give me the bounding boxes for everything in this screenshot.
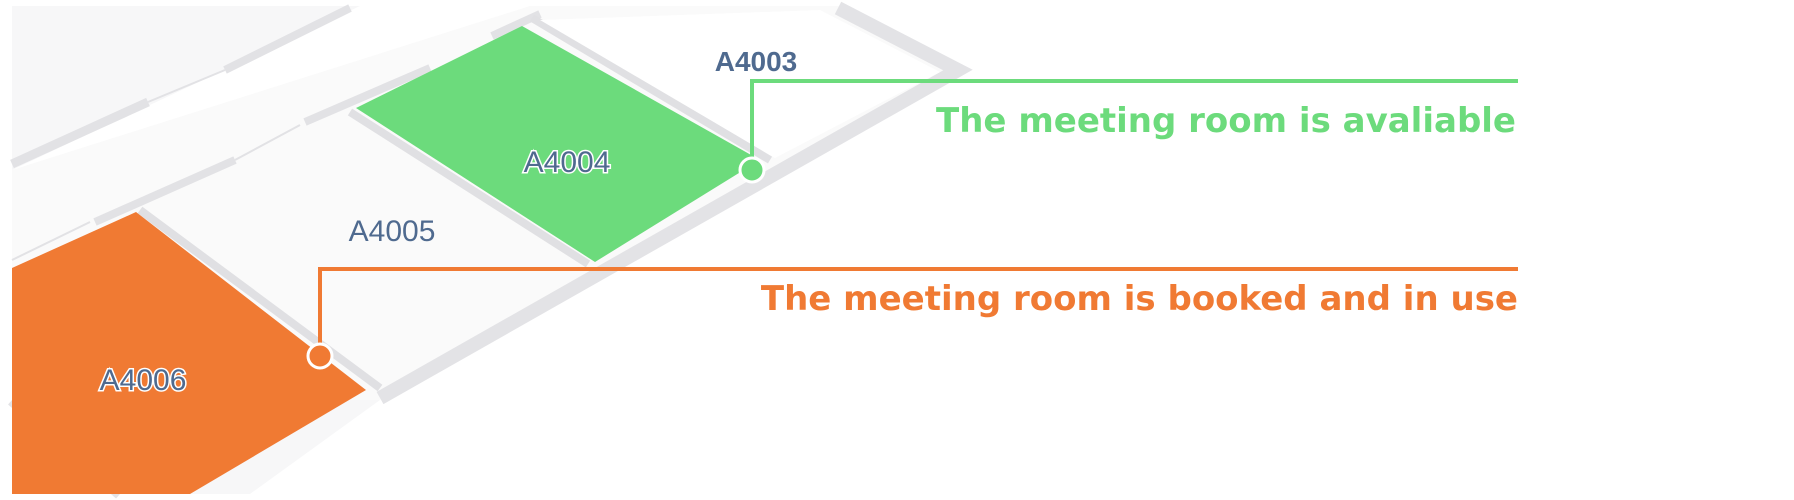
partition-a4003-a4004 [529, 14, 773, 164]
room-label-a4004: A4004 [524, 146, 611, 179]
corridor-wall-2 [147, 69, 226, 103]
callout-in-use-marker [306, 342, 334, 370]
callout-available-leader [750, 79, 1518, 170]
room-partitions [137, 14, 773, 392]
corridor-wall-8 [490, 10, 542, 40]
room-a4006[interactable] [12, 212, 366, 494]
rooms [12, 10, 940, 494]
callout-in-use-leader [318, 267, 1518, 356]
callout-available-marker [738, 156, 766, 184]
corridor-wall-4 [11, 221, 91, 261]
room-a4003[interactable] [540, 10, 940, 158]
room-label-a4003: A4003 [715, 46, 798, 77]
partition-a4004-a4005 [347, 108, 591, 268]
corridor-wall-6 [234, 124, 301, 161]
corridor-wall-3 [223, 4, 352, 74]
partition-a4005-a4006 [137, 206, 383, 392]
outer-wall-right [376, 1, 973, 405]
callout-available: The meeting room is avaliable [738, 79, 1518, 184]
corridor-wall-7 [303, 64, 432, 126]
room-a4005[interactable] [150, 116, 582, 384]
corridor-wall-1 [10, 97, 150, 169]
corridor-wall-5 [93, 156, 237, 226]
room-a4004[interactable] [356, 26, 760, 262]
callout-available-text: The meeting room is avaliable [936, 101, 1516, 141]
callout-in-use-text: The meeting room is booked and in use [761, 279, 1518, 319]
callout-in-use: The meeting room is booked and in use [306, 267, 1518, 370]
room-label-a4006: A4006 [100, 364, 187, 397]
corridor-walls [10, 4, 542, 261]
room-label-a4005: A4005 [349, 215, 436, 248]
